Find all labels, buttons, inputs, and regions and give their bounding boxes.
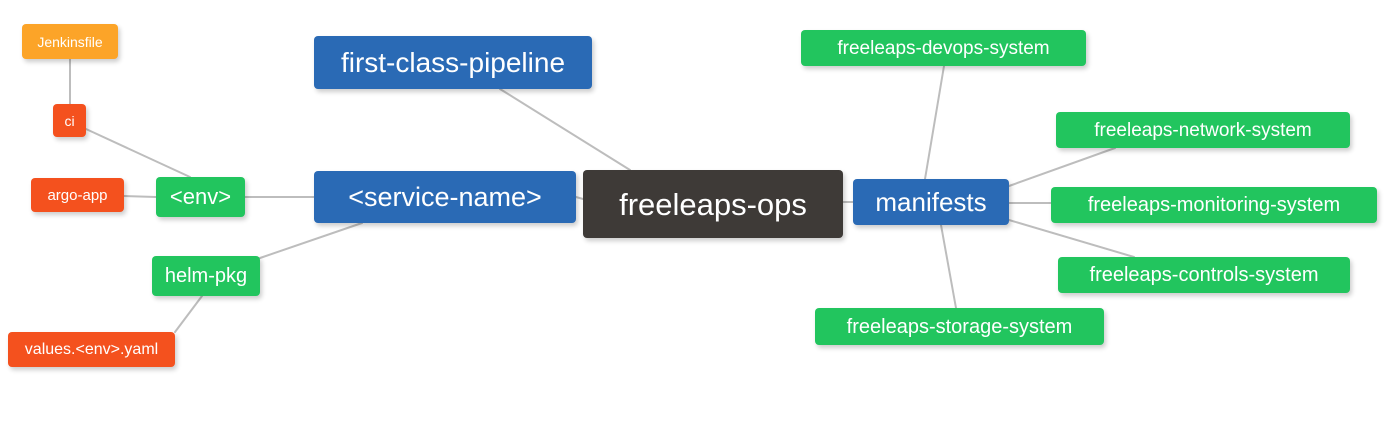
node-helm-pkg[interactable]: helm-pkg: [152, 256, 260, 296]
node-freeleaps-controls-system[interactable]: freeleaps-controls-system: [1058, 257, 1350, 293]
node-manifests[interactable]: manifests: [853, 179, 1009, 225]
node-label-values-env-yaml: values.<env>.yaml: [24, 340, 159, 358]
node-freeleaps-storage-system[interactable]: freeleaps-storage-system: [815, 308, 1104, 345]
edge-values-env-yaml-to-helm-pkg: [174, 295, 203, 333]
node-first-class-pipeline[interactable]: first-class-pipeline: [314, 36, 592, 89]
node-label-manifests: manifests: [875, 187, 987, 217]
node-label-env: <env>: [169, 184, 232, 209]
edge-ci-to-env: [85, 128, 191, 178]
node-label-service-name: <service-name>: [348, 181, 542, 212]
node-label-freeleaps-controls-system: freeleaps-controls-system: [1089, 264, 1319, 286]
edge-manifests-to-freeleaps-storage-system: [940, 224, 957, 309]
node-freeleaps-devops-system[interactable]: freeleaps-devops-system: [801, 30, 1086, 66]
node-argo-app[interactable]: argo-app: [31, 178, 124, 212]
node-label-helm-pkg: helm-pkg: [164, 265, 248, 287]
node-label-first-class-pipeline: first-class-pipeline: [340, 46, 566, 78]
node-jenkinsfile[interactable]: Jenkinsfile: [22, 24, 118, 59]
node-label-freeleaps-monitoring-system: freeleaps-monitoring-system: [1087, 194, 1341, 216]
node-env[interactable]: <env>: [156, 177, 245, 217]
edge-helm-pkg-to-service-name: [259, 222, 363, 259]
node-label-ci: ci: [64, 112, 75, 129]
node-freeleaps-network-system[interactable]: freeleaps-network-system: [1056, 112, 1350, 148]
node-label-freeleaps-ops: freeleaps-ops: [619, 186, 807, 222]
node-values-env-yaml[interactable]: values.<env>.yaml: [8, 332, 175, 367]
edge-argo-app-to-env: [123, 195, 157, 198]
node-label-freeleaps-network-system: freeleaps-network-system: [1094, 119, 1312, 141]
edge-manifests-to-freeleaps-devops-system: [924, 65, 945, 180]
node-service-name[interactable]: <service-name>: [314, 171, 576, 223]
edge-service-name-to-freeleaps-ops: [575, 196, 584, 200]
node-label-argo-app: argo-app: [47, 186, 108, 204]
node-freeleaps-monitoring-system[interactable]: freeleaps-monitoring-system: [1051, 187, 1377, 223]
node-label-jenkinsfile: Jenkinsfile: [37, 33, 103, 50]
node-ci[interactable]: ci: [53, 104, 86, 137]
edge-first-class-pipeline-to-freeleaps-ops: [499, 88, 631, 171]
node-label-freeleaps-devops-system: freeleaps-devops-system: [837, 37, 1050, 59]
node-freeleaps-ops[interactable]: freeleaps-ops: [583, 170, 843, 238]
node-label-freeleaps-storage-system: freeleaps-storage-system: [846, 315, 1073, 338]
edge-manifests-to-freeleaps-network-system: [1008, 147, 1116, 187]
edge-manifests-to-freeleaps-controls-system: [1008, 219, 1135, 258]
